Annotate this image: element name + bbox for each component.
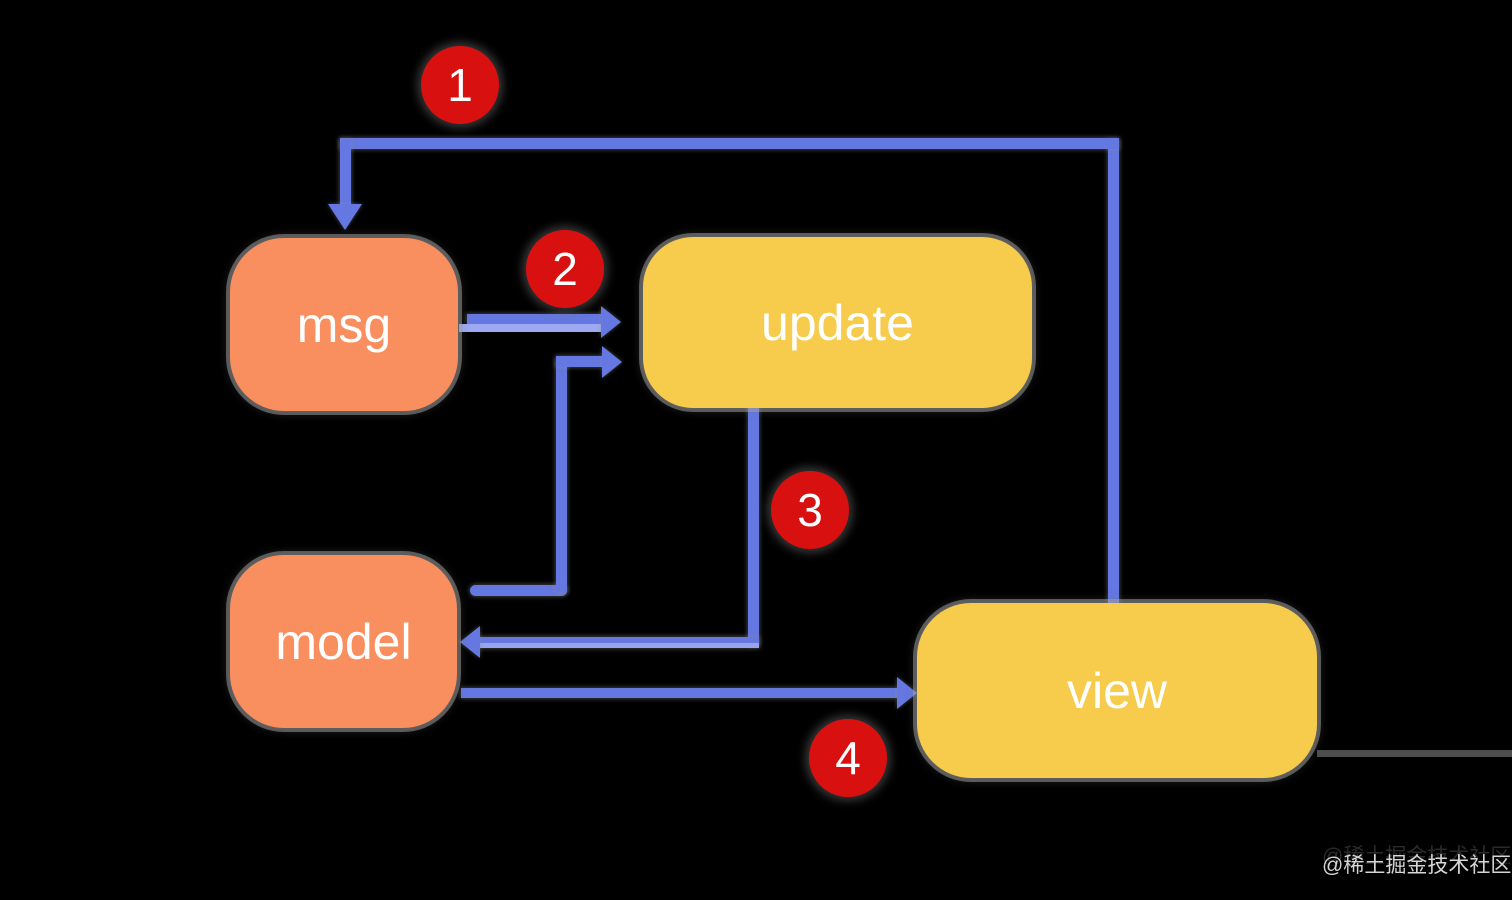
arrow-2-arrowhead-right-icon: [601, 306, 621, 338]
arrow-1-vertical-left: [340, 140, 351, 206]
arrow-model-update-arrowhead-icon: [602, 346, 622, 378]
step-badge-4: 4: [809, 719, 887, 797]
step-badge-1-label: 1: [447, 59, 473, 111]
arrow-1-vertical-right: [1108, 140, 1119, 603]
arrow-2-line-light: [459, 324, 603, 332]
step-badge-2: 2: [526, 230, 604, 308]
step-badge-1: 1: [421, 46, 499, 124]
arrow-3-vertical: [748, 408, 759, 645]
node-view-label: view: [1066, 662, 1168, 719]
node-model-label: model: [275, 613, 412, 670]
arrow-1-horizontal-top: [340, 138, 1119, 149]
arrow-3-arrowhead-left-icon: [460, 626, 480, 658]
node-view: view: [917, 603, 1317, 778]
step-badge-3-label: 3: [797, 484, 823, 536]
step-badge-2-label: 2: [552, 243, 578, 295]
arrow-model-update-top: [556, 356, 603, 367]
node-msg: msg: [230, 238, 458, 411]
node-update-label: update: [761, 294, 914, 351]
step-badge-3: 3: [771, 471, 849, 549]
node-update: update: [643, 237, 1032, 408]
step-badge-4-label: 4: [835, 732, 861, 784]
arrow-model-update-start: [470, 585, 567, 596]
arrow-4-horizontal: [461, 688, 897, 698]
arrow-model-update-vertical: [556, 360, 567, 592]
gray-line-artifact: [1317, 750, 1512, 757]
arrow-3-horizontal: [477, 637, 759, 648]
arrow-4-arrowhead-right-icon: [897, 677, 917, 709]
arrow-2-line: [467, 314, 603, 324]
node-model: model: [230, 555, 457, 728]
watermark-text: @稀土掘金技术社区: [1322, 854, 1512, 877]
arrow-1-arrowhead-down-icon: [328, 204, 362, 230]
node-msg-label: msg: [296, 296, 392, 353]
